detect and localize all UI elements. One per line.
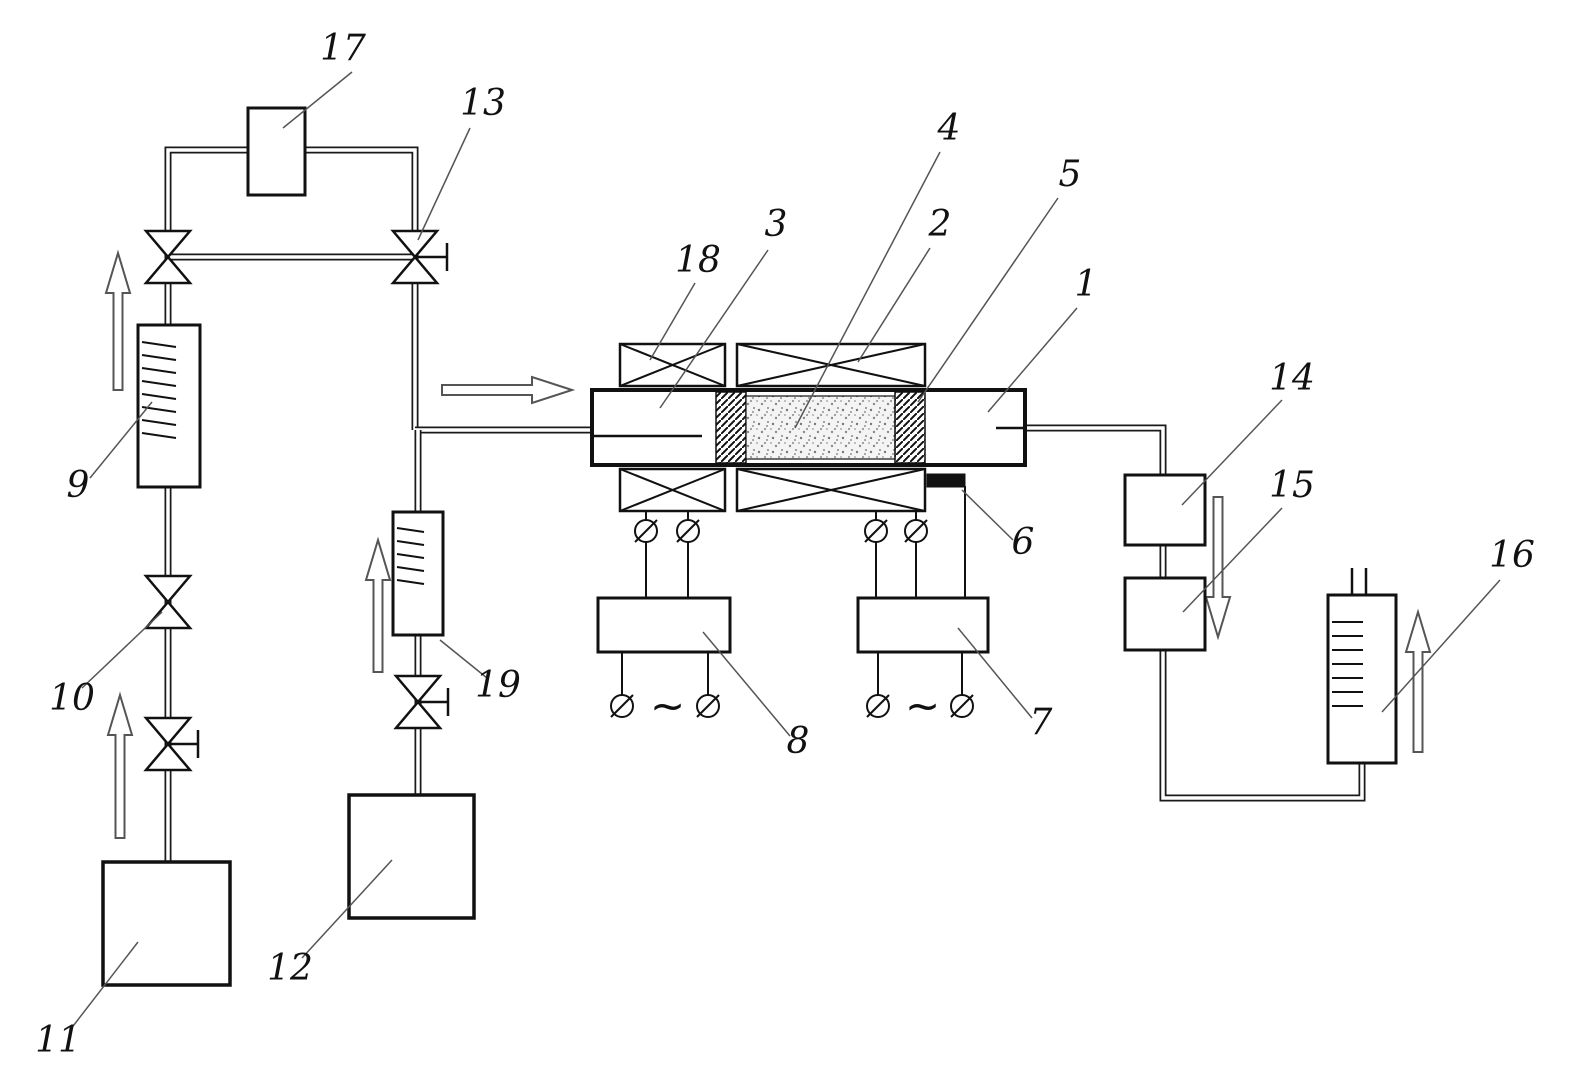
label-17: 17 (320, 28, 366, 69)
flow-arrow-right-inlet (441, 375, 576, 405)
label-2: 2 (928, 204, 952, 245)
terminal-left-b (676, 519, 700, 543)
leader-8 (702, 631, 791, 737)
tank-11 (101, 860, 232, 987)
leader-17 (282, 71, 353, 129)
flowmeter-19 (391, 510, 445, 637)
leader-6 (961, 489, 1014, 541)
flow-arrow-up-far-right (1404, 608, 1432, 753)
pipe-box15-to-flowmeter16 (1159, 650, 1366, 802)
flow-arrow-up-center (364, 536, 392, 673)
label-15: 15 (1269, 465, 1315, 506)
leader-3 (659, 249, 769, 409)
valve-13 (390, 229, 449, 285)
valve-lower-left (143, 716, 200, 772)
label-10: 10 (49, 678, 95, 719)
tank-12 (347, 793, 476, 920)
pipe-tank17-to-valve13 (305, 146, 419, 430)
leader-11 (69, 941, 139, 1031)
label-3: 3 (765, 204, 788, 245)
number-labels: 17 13 18 3 4 2 5 1 14 15 16 9 10 11 12 1… (35, 28, 1535, 1061)
valve-line12 (393, 674, 450, 730)
leader-2 (857, 247, 931, 363)
heater-top-right-2 (735, 342, 927, 388)
flowmeter-16-scale-marks (1332, 621, 1363, 707)
leader-12 (301, 859, 393, 959)
plug-seal-right-5 (894, 391, 926, 464)
label-13: 13 (460, 83, 506, 124)
heater-bottom-left (618, 467, 727, 513)
heater-bottom-right (735, 467, 927, 513)
label-16: 16 (1489, 535, 1535, 576)
label-5: 5 (1059, 154, 1082, 195)
flow-arrow-up-left-bottom (106, 691, 134, 839)
pipe-reactor-outlet (1025, 424, 1167, 475)
flowmeter-9 (136, 323, 202, 489)
leader-15 (1182, 507, 1283, 613)
leader-19 (439, 639, 488, 679)
controller-8 (596, 596, 732, 654)
leader-13 (417, 127, 471, 241)
flowmeter-16 (1326, 568, 1398, 765)
leader-9 (89, 401, 153, 479)
valve-top-left (143, 229, 193, 285)
leader-4 (794, 151, 941, 429)
label-14: 14 (1269, 358, 1315, 399)
leader-lines (69, 71, 1501, 1031)
controller-7 (856, 596, 990, 654)
leader-18 (649, 282, 696, 361)
label-19: 19 (475, 665, 521, 706)
label-18: 18 (675, 240, 721, 281)
leader-5 (917, 197, 1059, 403)
terminal-left-a (634, 519, 658, 543)
vessel-17 (246, 106, 307, 197)
controller-8-supply: ~ (610, 652, 720, 730)
thermocouple-probe-6 (926, 473, 966, 488)
leader-16 (1381, 579, 1501, 713)
label-11: 11 (35, 1020, 81, 1061)
leader-10 (81, 611, 163, 689)
leader-14 (1181, 399, 1283, 506)
label-8: 8 (787, 721, 810, 762)
trap-14 (1123, 473, 1207, 547)
label-1: 1 (1075, 264, 1098, 305)
controller-7-supply: ~ (866, 652, 974, 730)
leader-7 (957, 627, 1033, 719)
trap-15 (1123, 576, 1207, 652)
heater-top-left-18 (618, 342, 727, 388)
label-4: 4 (937, 108, 961, 149)
plug-seal-left-5 (715, 391, 747, 464)
flowmeter-19-scale-marks (396, 527, 425, 585)
terminal-right-b (904, 519, 928, 543)
label-12: 12 (267, 948, 313, 989)
label-6: 6 (1012, 522, 1035, 563)
flow-arrow-down-right (1204, 496, 1232, 641)
leader-1 (987, 307, 1078, 413)
terminal-right-a (864, 519, 888, 543)
label-7: 7 (1030, 702, 1053, 743)
ac-symbol-right: ~ (905, 681, 940, 730)
flow-arrow-up-left-top (104, 249, 132, 391)
flowmeter-9-scale-marks (141, 341, 177, 439)
ac-symbol-left: ~ (650, 681, 685, 730)
label-9: 9 (67, 465, 90, 506)
catalyst-bed-4 (745, 395, 896, 460)
